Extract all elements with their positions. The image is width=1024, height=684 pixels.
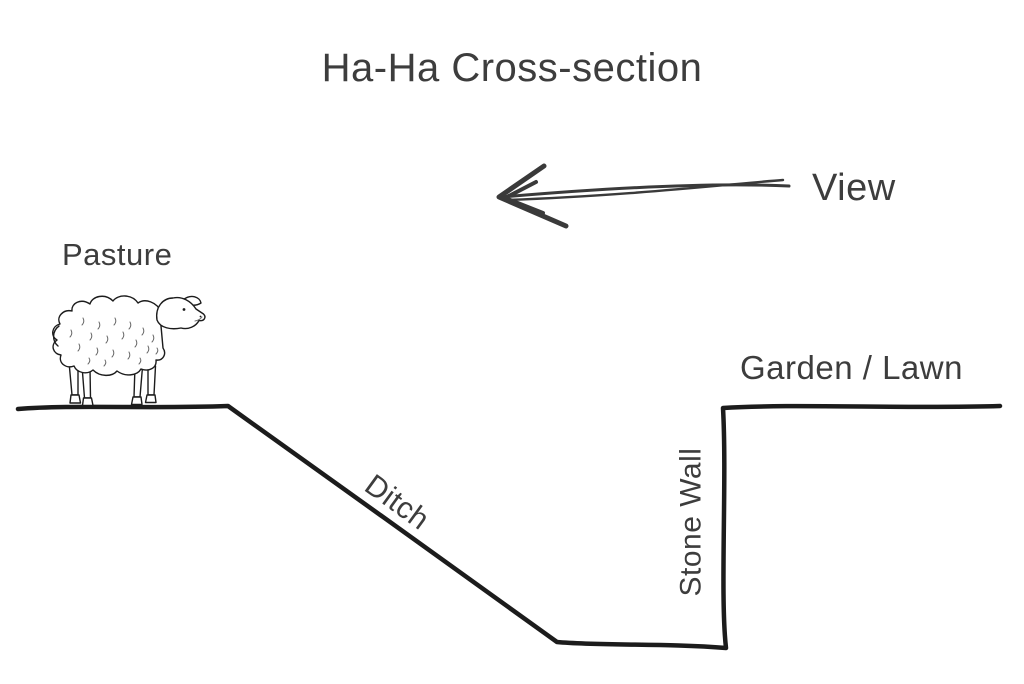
garden-lawn-label: Garden / Lawn — [740, 349, 963, 386]
view-direction-label: View — [812, 167, 896, 209]
cross-section-profile — [15, 403, 1003, 651]
page-title: Ha-Ha Cross-section — [321, 46, 703, 90]
stone-wall-label: Stone Wall — [674, 447, 708, 597]
pasture-label: Pasture — [62, 237, 173, 272]
view-arrow-icon — [496, 163, 791, 229]
ground-profile-line — [15, 403, 1003, 651]
sheep-illustration — [52, 295, 206, 407]
